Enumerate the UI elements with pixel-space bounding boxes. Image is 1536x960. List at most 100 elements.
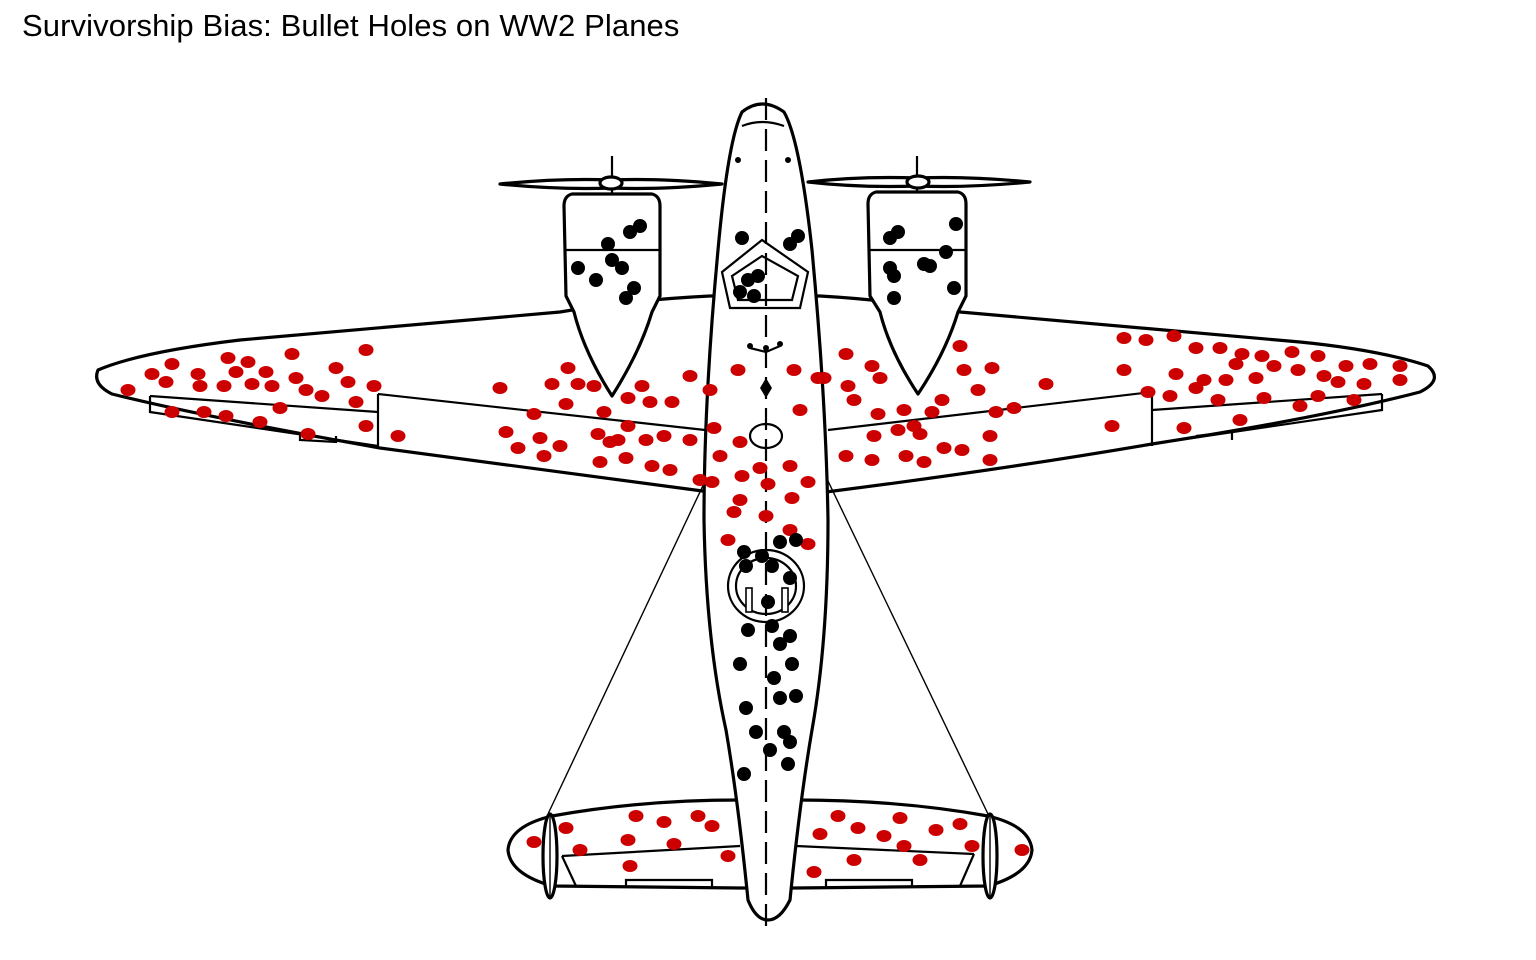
bullet-hole [120, 384, 136, 396]
bullet-hole [634, 380, 650, 392]
bullet-hole [866, 430, 882, 442]
bullet-hole [789, 689, 803, 703]
bullet-hole [730, 364, 746, 376]
bullet-hole [1392, 360, 1408, 372]
bullet-hole [620, 834, 636, 846]
bullet-hole [492, 382, 508, 394]
bullet-hole [741, 623, 755, 637]
bullet-hole [1006, 402, 1022, 414]
bullet-hole [758, 510, 774, 522]
bullet-hole [763, 743, 777, 757]
bullet-hole [1176, 422, 1192, 434]
bullet-holes-critical [571, 217, 963, 781]
bullet-hole [781, 757, 795, 771]
bullet-hole [1338, 360, 1354, 372]
bullet-hole [560, 362, 576, 374]
bullet-hole [610, 434, 626, 446]
bullet-hole [846, 854, 862, 866]
bullet-hole [558, 398, 574, 410]
bullet-hole [690, 810, 706, 822]
bullet-hole [682, 434, 698, 446]
cockpit [720, 238, 810, 310]
bullet-hole [1392, 374, 1408, 386]
bullet-hole [890, 424, 906, 436]
bullet-hole [572, 844, 588, 856]
bullet-hole [252, 416, 268, 428]
bullet-hole [782, 524, 798, 536]
bullet-hole [1266, 360, 1282, 372]
bullet-hole [264, 380, 280, 392]
bullet-hole [498, 426, 514, 438]
bullet-hole [526, 408, 542, 420]
bullet-hole [1014, 844, 1030, 856]
bullet-hole [1140, 386, 1156, 398]
bullet-hole [1210, 394, 1226, 406]
bullet-hole [1196, 374, 1212, 386]
bullet-hole [896, 840, 912, 852]
bullet-hole [747, 289, 761, 303]
bullet-hole [712, 450, 728, 462]
bullet-hole [622, 860, 638, 872]
bullet-hole [838, 348, 854, 360]
bullet-hole [1168, 368, 1184, 380]
bullet-hole [619, 291, 633, 305]
bullet-hole [592, 456, 608, 468]
bullet-hole [314, 390, 330, 402]
bullet-hole [702, 384, 718, 396]
bullet-hole [912, 854, 928, 866]
left-propeller [498, 156, 724, 196]
bullet-hole [390, 430, 406, 442]
bullet-hole [800, 476, 816, 488]
bullet-holes-survived [120, 330, 1408, 878]
bullet-hole [870, 408, 886, 420]
bullet-hole [1104, 420, 1120, 432]
bullet-hole [891, 225, 905, 239]
bullet-hole [732, 436, 748, 448]
bullet-hole [735, 231, 749, 245]
bullet-hole [620, 392, 636, 404]
bullet-hole [767, 671, 781, 685]
bullet-hole [846, 394, 862, 406]
bullet-hole [1310, 390, 1326, 402]
bullet-hole [1218, 374, 1234, 386]
left-engine [562, 192, 662, 398]
bullet-hole [627, 281, 641, 295]
bullet-hole [1284, 346, 1300, 358]
bullet-hole [1038, 378, 1054, 390]
bullet-hole [300, 428, 316, 440]
bullet-hole [783, 629, 797, 643]
bullet-hole [601, 237, 615, 251]
bullet-hole [949, 217, 963, 231]
bullet-hole [783, 735, 797, 749]
bullet-hole [892, 812, 908, 824]
bullet-hole [936, 442, 952, 454]
bullet-hole [358, 420, 374, 432]
bullet-hole [786, 364, 802, 376]
bullet-hole [196, 406, 212, 418]
bullet-hole [340, 376, 356, 388]
bullet-hole [590, 428, 606, 440]
bullet-hole [366, 380, 382, 392]
bullet-hole [982, 454, 998, 466]
bullet-hole [258, 366, 274, 378]
bullet-hole [752, 462, 768, 474]
bullet-hole [755, 549, 769, 563]
bullet-hole [1248, 372, 1264, 384]
bullet-hole [782, 460, 798, 472]
bullet-hole [244, 378, 260, 390]
bullet-hole [720, 850, 736, 862]
bullet-hole [570, 378, 586, 390]
bullet-hole [773, 535, 787, 549]
bullet-hole [783, 571, 797, 585]
bullet-hole [618, 452, 634, 464]
bullet-hole [923, 259, 937, 273]
bullet-hole [704, 820, 720, 832]
bullet-hole [984, 362, 1000, 374]
bullet-hole [571, 261, 585, 275]
bullet-hole [954, 444, 970, 456]
bullet-hole [739, 701, 753, 715]
bullet-hole [806, 866, 822, 878]
bullet-hole [656, 430, 672, 442]
bullet-hole [785, 657, 799, 671]
bullet-hole [228, 366, 244, 378]
